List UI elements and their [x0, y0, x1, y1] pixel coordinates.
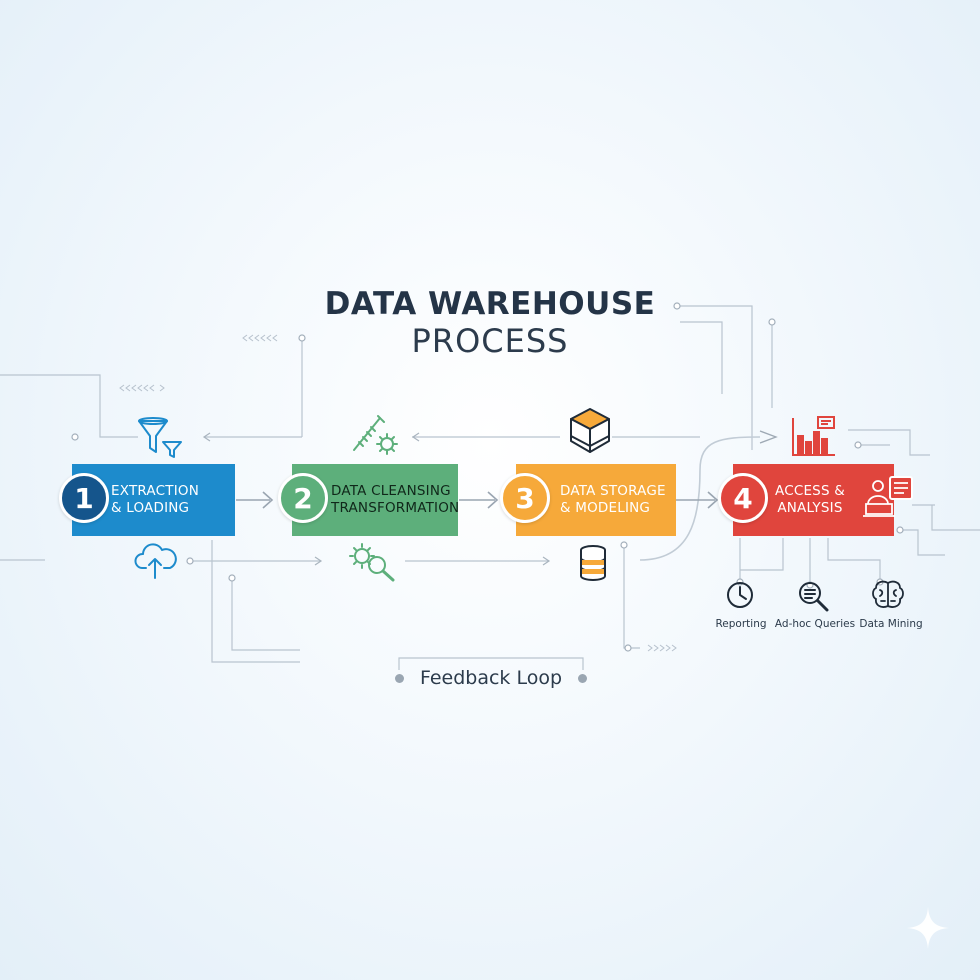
output-reporting-label: Reporting — [715, 618, 767, 630]
analyst-laptop-icon — [863, 476, 913, 517]
step-2-badge: 2 — [278, 473, 328, 523]
feedback-left-dot — [395, 674, 404, 683]
step-1-line1: EXTRACTION — [111, 483, 199, 499]
step-4-line2: ANALYSIS — [777, 500, 843, 516]
cloud-upload-icon — [134, 543, 177, 579]
step-3-label: DATA STORAGE & MODELING — [560, 483, 666, 517]
step-3-line1: DATA STORAGE — [560, 483, 666, 499]
step-1-line2: & LOADING — [111, 500, 190, 516]
step-2-label: DATA CLEANSING TRANSFORMATION — [331, 483, 459, 517]
clock-icon — [727, 582, 753, 608]
step-2-line2: TRANSFORMATION — [331, 500, 460, 516]
step-4-badge: 4 — [718, 473, 768, 523]
step-1-badge: 1 — [59, 473, 109, 523]
feedback-right-dot — [578, 674, 587, 683]
output-adhoc-queries-label: Ad-hoc Queries — [774, 618, 856, 630]
diagram-subtitle: PROCESS — [411, 322, 569, 360]
step-3-line2: & MODELING — [560, 500, 651, 516]
bar-chart-icon — [792, 416, 835, 456]
step-3-badge: 3 — [500, 473, 550, 523]
output-data-mining-label: Data Mining — [859, 618, 923, 630]
database-icon — [580, 545, 606, 581]
step-cleansing-transformation: DATA CLEANSING TRANSFORMATION — [292, 464, 459, 536]
gear-search-icon — [349, 543, 395, 582]
step-2-line1: DATA CLEANSING — [331, 483, 451, 499]
magnifier-list-icon — [799, 582, 829, 612]
funnel-icon — [138, 417, 182, 458]
diagram-title: DATA WAREHOUSE — [324, 286, 656, 322]
step-4-line1: ACCESS & — [775, 483, 845, 499]
tools-gear-icon — [353, 415, 398, 455]
step-1-label: EXTRACTION & LOADING — [111, 483, 199, 517]
feedback-loop-label: Feedback Loop — [419, 667, 563, 689]
cube-icon — [570, 408, 610, 453]
sparkle-icon — [907, 907, 949, 949]
step-storage-modeling: DATA STORAGE & MODELING — [516, 464, 676, 536]
brain-icon — [872, 580, 904, 608]
step-extraction-loading: EXTRACTION & LOADING — [72, 464, 235, 536]
step-4-label: ACCESS & ANALYSIS — [775, 483, 845, 517]
